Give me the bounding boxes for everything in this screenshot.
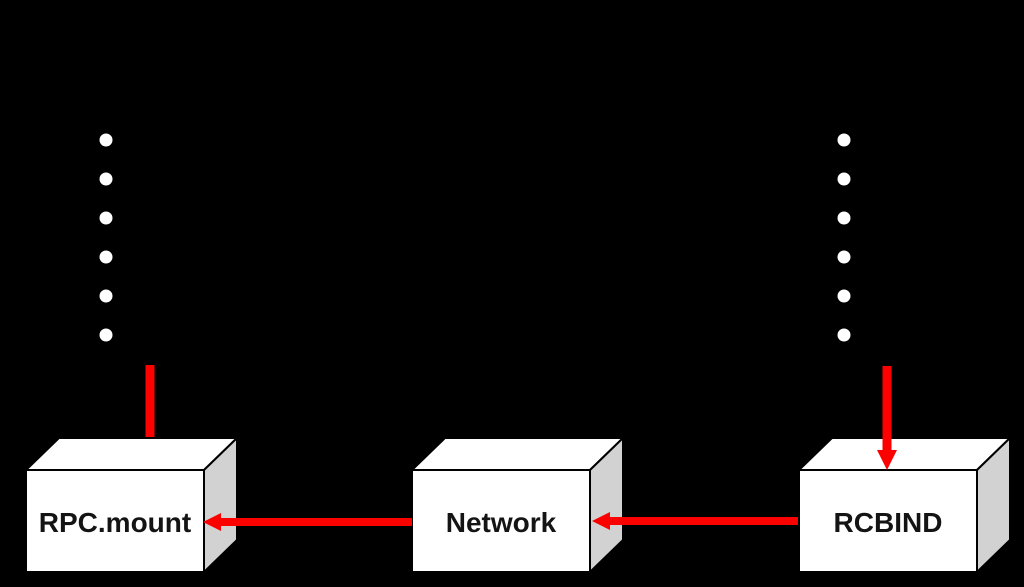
rpc-mount-label: RPC.mount [39, 507, 191, 538]
dot [837, 133, 851, 147]
arrow-left-shaft-2 [608, 517, 798, 525]
node-rcbind: RCBIND [796, 435, 1013, 575]
arrow-left-head-1 [203, 513, 221, 531]
dot [99, 211, 113, 225]
dot [99, 172, 113, 186]
dot [99, 328, 113, 342]
arrow-left-head-2 [592, 512, 610, 530]
dot [99, 133, 113, 147]
dot [837, 250, 851, 264]
dots-column-right [837, 133, 851, 342]
node-rpc-mount: RPC.mount [23, 435, 240, 575]
dot [99, 289, 113, 303]
rcbind-label: RCBIND [834, 507, 943, 538]
arrow-down-shaft [882, 366, 892, 452]
node-network: Network [409, 435, 626, 575]
client-line-to-rpcmount [145, 365, 155, 437]
dot [99, 250, 113, 264]
arrow-rcbind-to-network [592, 512, 798, 530]
dot [837, 328, 851, 342]
dot [837, 172, 851, 186]
dots-column-left [99, 133, 113, 342]
rpc-mount-front-face [25, 469, 205, 573]
arrow-left-shaft-1 [219, 518, 412, 526]
arrow-down-head [877, 450, 897, 470]
network-label: Network [446, 507, 557, 538]
rcbind-front-face [798, 469, 978, 573]
rpc-mount-top-face [23, 437, 240, 471]
arrow-network-to-rpcmount [203, 513, 412, 531]
dot [837, 211, 851, 225]
network-top-face [409, 437, 626, 471]
rcbind-top-face [796, 437, 1013, 471]
arrow-down-into-rcbind [877, 366, 897, 470]
network-front-face [411, 469, 591, 573]
dot [837, 289, 851, 303]
